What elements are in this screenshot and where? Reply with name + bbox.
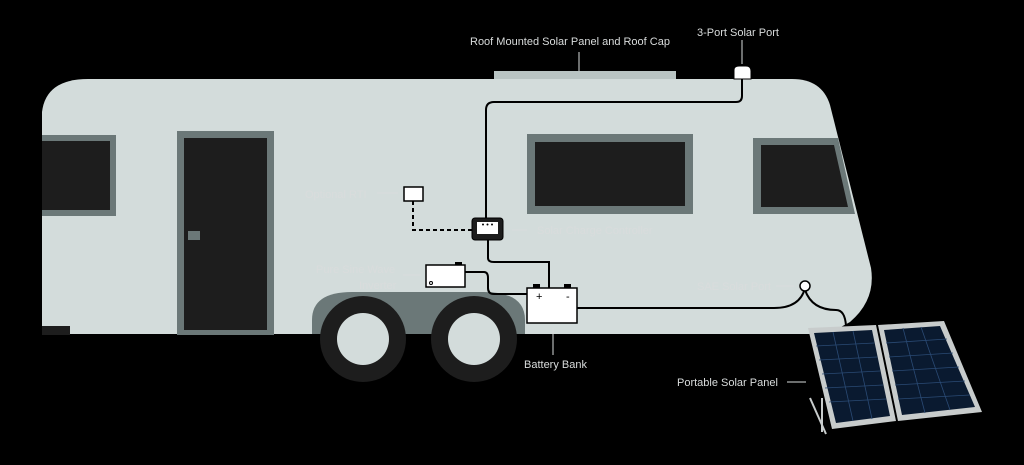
callout-lines <box>377 40 806 383</box>
label-sae-solar-port: SAE Solar Port <box>697 281 771 293</box>
front-bumper <box>42 326 70 335</box>
battery-bank <box>526 287 578 324</box>
door-handle <box>188 231 200 240</box>
wire-inverter-to-battery <box>465 271 527 295</box>
label-battery-bank: Battery Bank <box>524 359 587 371</box>
label-portable-solar-panel: Portable Solar Panel <box>677 377 778 389</box>
label-roof-solar-panel: Roof Mounted Solar Panel and Roof Cap <box>470 36 670 48</box>
window-middle <box>535 142 685 206</box>
wire-rti-to-controller <box>412 201 472 231</box>
label-three-port-solar-port: 3-Port Solar Port <box>697 27 779 39</box>
wheel-front-hub <box>337 313 389 365</box>
window-left <box>42 141 110 210</box>
pure-sine-wave-inverter <box>425 264 466 288</box>
battery-minus-label: - <box>566 291 570 303</box>
label-optional-rti: Optional RTI <box>305 189 367 201</box>
three-port-solar-port <box>733 65 752 80</box>
wire-sae-to-portable <box>804 289 847 327</box>
portable-solar-panel <box>808 321 982 435</box>
wire-battery-to-sae <box>577 287 806 309</box>
window-right <box>761 145 848 207</box>
label-inverter-line1: Pure Sine Wave <box>316 264 395 276</box>
label-solar-charge-controller: Solar Charge Controller <box>537 225 653 237</box>
optional-rti-box <box>403 186 424 202</box>
wheel-rear-hub <box>448 313 500 365</box>
wire-controller-to-battery <box>487 240 550 288</box>
sae-solar-port <box>799 280 811 292</box>
roof-solar-panel-cap <box>494 71 676 79</box>
label-inverter-line2: Inverter <box>359 280 397 292</box>
wire-roof-to-controller <box>485 79 743 218</box>
wiring <box>412 79 847 327</box>
battery-plus-label: + <box>536 291 542 303</box>
